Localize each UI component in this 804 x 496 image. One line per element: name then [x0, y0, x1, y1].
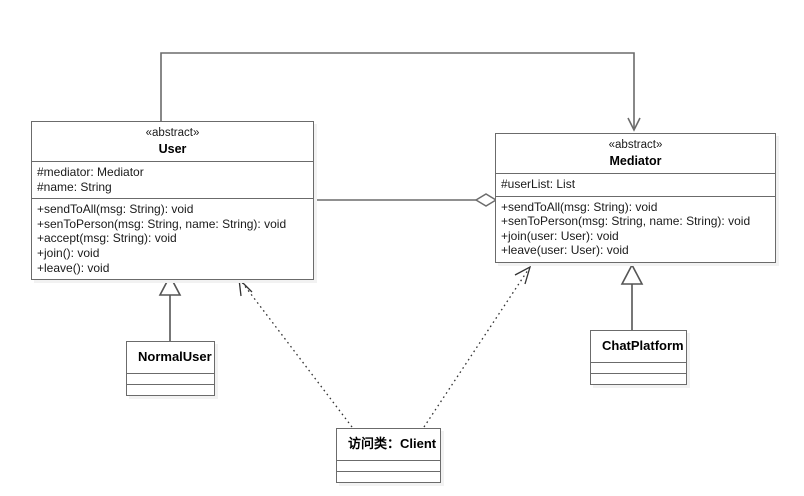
class-title: 访问类：Client — [348, 436, 437, 451]
class-attributes-normaluser — [127, 373, 214, 384]
operation-row: +senToPerson(msg: String, name: String):… — [37, 216, 287, 231]
class-attributes-chatplatform — [591, 362, 686, 373]
operation-row: +senToPerson(msg: String, name: String):… — [501, 214, 751, 229]
class-title: Mediator — [609, 154, 662, 168]
edge-client-to-mediator-dependency — [423, 265, 532, 428]
class-attributes-client — [337, 460, 440, 471]
operation-row: +sendToAll(msg: String): void — [37, 202, 194, 217]
attribute-row: #userList: List — [501, 177, 576, 191]
class-box-chatplatform[interactable]: ChatPlatform — [590, 330, 687, 385]
edge-user-to-mediator-aggregation — [314, 193, 498, 207]
edge-user-to-mediator-association — [160, 52, 641, 132]
class-box-normaluser[interactable]: NormalUser — [126, 341, 215, 396]
class-header-chatplatform: ChatPlatform — [591, 331, 686, 362]
class-title: ChatPlatform — [602, 338, 684, 353]
edge-client-to-user-dependency — [238, 277, 353, 428]
class-operations-normaluser — [127, 384, 214, 395]
operation-row: +join(user: User): void — [501, 228, 619, 243]
class-operations-client — [337, 471, 440, 482]
operation-row: +leave(): void — [37, 260, 110, 275]
operation-row: +leave(user: User): void — [501, 243, 629, 258]
class-title: NormalUser — [138, 349, 212, 364]
class-attributes-user: #mediator: Mediator #name: String — [32, 161, 313, 198]
operation-row: +sendToAll(msg: String): void — [501, 199, 658, 214]
class-attributes-mediator: #userList: List — [496, 173, 775, 196]
edge-chatplatform-to-mediator-generalization — [620, 263, 644, 330]
class-title: User — [158, 142, 187, 156]
class-box-mediator[interactable]: «abstract» Mediator #userList: List +sen… — [495, 133, 776, 263]
class-box-user[interactable]: «abstract» User #mediator: Mediator #nam… — [31, 121, 314, 281]
class-header-client: 访问类：Client — [337, 429, 440, 460]
class-header-user: «abstract» User — [32, 122, 313, 161]
class-box-client[interactable]: 访问类：Client — [336, 428, 441, 483]
operation-row: +accept(msg: String): void — [37, 231, 177, 246]
class-stereotype: «abstract» — [608, 139, 663, 151]
edge-normaluser-to-user-generalization — [158, 274, 182, 341]
class-header-normaluser: NormalUser — [127, 342, 214, 373]
class-stereotype: «abstract» — [145, 127, 200, 139]
class-header-mediator: «abstract» Mediator — [496, 134, 775, 173]
operation-row: +join(): void — [37, 245, 100, 260]
attribute-row: #mediator: Mediator — [37, 165, 144, 179]
class-operations-mediator: +sendToAll(msg: String): void +senToPers… — [496, 195, 775, 262]
attribute-row: #name: String — [37, 179, 112, 194]
class-operations-chatplatform — [591, 373, 686, 384]
class-operations-user: +sendToAll(msg: String): void +senToPers… — [32, 198, 313, 279]
